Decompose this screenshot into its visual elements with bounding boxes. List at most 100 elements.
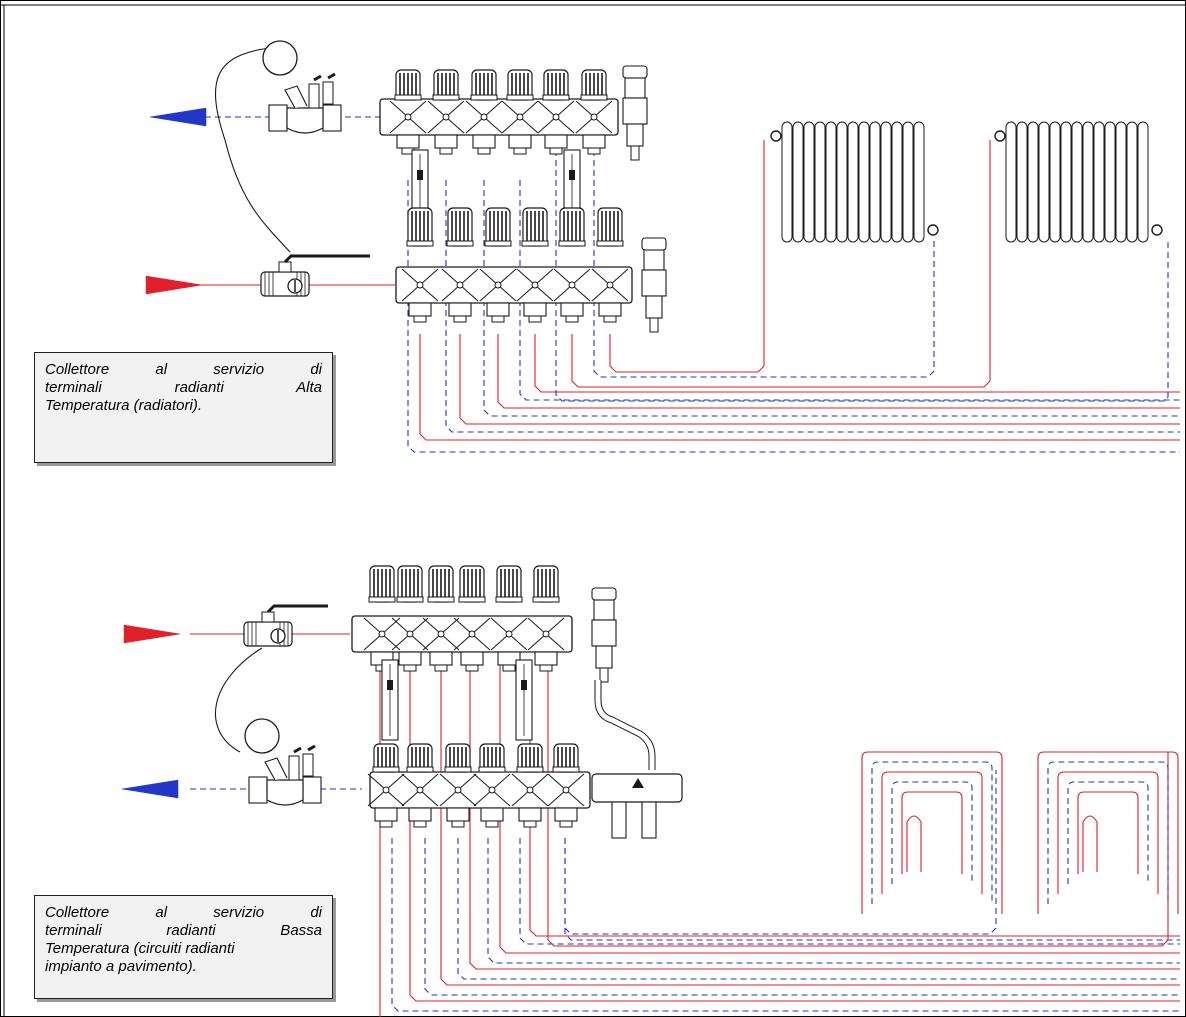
supply-pipe	[409, 660, 1180, 1002]
red-arrow-icon	[123, 624, 181, 644]
radiator-valve	[770, 130, 782, 142]
valve-end	[268, 104, 288, 132]
port-fitting	[446, 807, 470, 822]
manifold-port-screw	[562, 786, 570, 794]
valve-end	[302, 776, 322, 804]
return-manifold	[367, 771, 591, 828]
radiator-icon	[770, 121, 939, 243]
manifold-port-screw	[406, 630, 414, 638]
handwheel-collar	[532, 596, 560, 603]
supply-manifold	[351, 615, 573, 672]
bypass-pipe	[595, 680, 655, 770]
red-arrow-icon	[145, 275, 203, 295]
supply-loop	[1077, 791, 1139, 874]
port-cap	[293, 746, 302, 754]
flowmeter	[515, 659, 533, 741]
blue-arrow-icon	[121, 779, 179, 799]
port-cap	[307, 744, 316, 752]
port-nipple	[434, 664, 448, 672]
drain-cock	[626, 123, 644, 147]
lockshield-valve	[927, 224, 939, 236]
handwheel-collar	[427, 596, 455, 603]
port-fitting	[396, 134, 420, 149]
handwheel-collar	[432, 94, 460, 101]
port-nipple	[513, 147, 527, 155]
port-nipple	[379, 820, 393, 828]
radiator-column	[891, 121, 903, 243]
return-loop	[1047, 761, 1169, 904]
supply-pipe	[497, 334, 1180, 409]
port-nipple	[477, 147, 491, 155]
radiator-column	[1038, 121, 1050, 243]
flowmeter	[411, 149, 429, 213]
valve-handwheel	[580, 69, 608, 101]
valve-handwheel	[372, 743, 400, 773]
radiator-icon	[994, 121, 1163, 243]
handwheel-collar	[552, 766, 580, 773]
radiator-column	[1104, 121, 1116, 243]
vent-body	[643, 249, 665, 271]
drain-cock	[641, 801, 657, 839]
handwheel-collar	[368, 596, 396, 603]
valve-handwheel	[446, 207, 474, 247]
manifold-port-screw	[404, 113, 412, 121]
return-loop	[1067, 781, 1149, 884]
port-fitting	[408, 807, 432, 822]
return-pipe	[564, 770, 997, 935]
valve-handwheel	[521, 207, 549, 247]
vent-tee	[622, 97, 648, 125]
handwheel-collar	[542, 94, 570, 101]
radiator-column	[880, 121, 892, 243]
valve-handwheel	[506, 69, 534, 101]
supply-pipe	[419, 334, 1180, 441]
caption-line: Collettore al servizio di	[45, 904, 322, 921]
vent-cap	[622, 65, 648, 79]
return-loop	[871, 761, 993, 904]
radiator-column	[1005, 121, 1017, 243]
valve-handwheel	[532, 565, 560, 603]
port-fitting	[508, 134, 532, 149]
port-nipple	[403, 664, 417, 672]
valve-handwheel	[368, 565, 396, 603]
manifold-port-screw	[416, 281, 424, 289]
valve-handwheel	[542, 69, 570, 101]
radiator-column	[869, 121, 881, 243]
valve-handle	[283, 254, 370, 264]
port-fitting	[460, 651, 484, 666]
supply-loop	[861, 751, 1003, 914]
port-nipple	[413, 315, 427, 323]
drain-nozzle	[649, 317, 659, 333]
supply-pipe	[609, 140, 765, 373]
port-fitting	[429, 651, 453, 666]
radiator-column	[847, 121, 859, 243]
capillary-tube	[214, 47, 291, 253]
blue-arrow-icon	[149, 107, 207, 127]
radiator-column	[792, 121, 804, 243]
radiator-column	[1137, 121, 1149, 243]
handwheel-collar	[458, 596, 486, 603]
port-nipple	[549, 147, 563, 155]
valve-body	[266, 779, 304, 806]
port-fitting	[598, 302, 622, 317]
drain-nozzle	[630, 145, 640, 161]
return-pipe	[457, 838, 1180, 980]
handwheel-collar	[495, 596, 523, 603]
port-nipple	[565, 315, 579, 323]
handwheel-collar	[406, 766, 434, 773]
valve-handwheel	[406, 207, 434, 247]
drain-cock	[611, 801, 627, 839]
port-nipple	[453, 315, 467, 323]
high-temperature-manifold-section	[145, 40, 1180, 453]
drain-cock	[645, 295, 663, 319]
caption-high-temperature: Collettore al servizio di terminali radi…	[34, 352, 333, 463]
return-pipe	[564, 838, 1180, 941]
return-pipe	[555, 150, 1169, 402]
port-fitting	[582, 134, 606, 149]
handwheel-collar	[444, 766, 472, 773]
handwheel-collar	[394, 94, 422, 101]
radiator-column	[1071, 121, 1083, 243]
manifold-port-screw	[568, 281, 576, 289]
valve-handwheel	[516, 743, 544, 773]
port-fitting	[518, 807, 542, 822]
manifold-port-screw	[606, 281, 614, 289]
